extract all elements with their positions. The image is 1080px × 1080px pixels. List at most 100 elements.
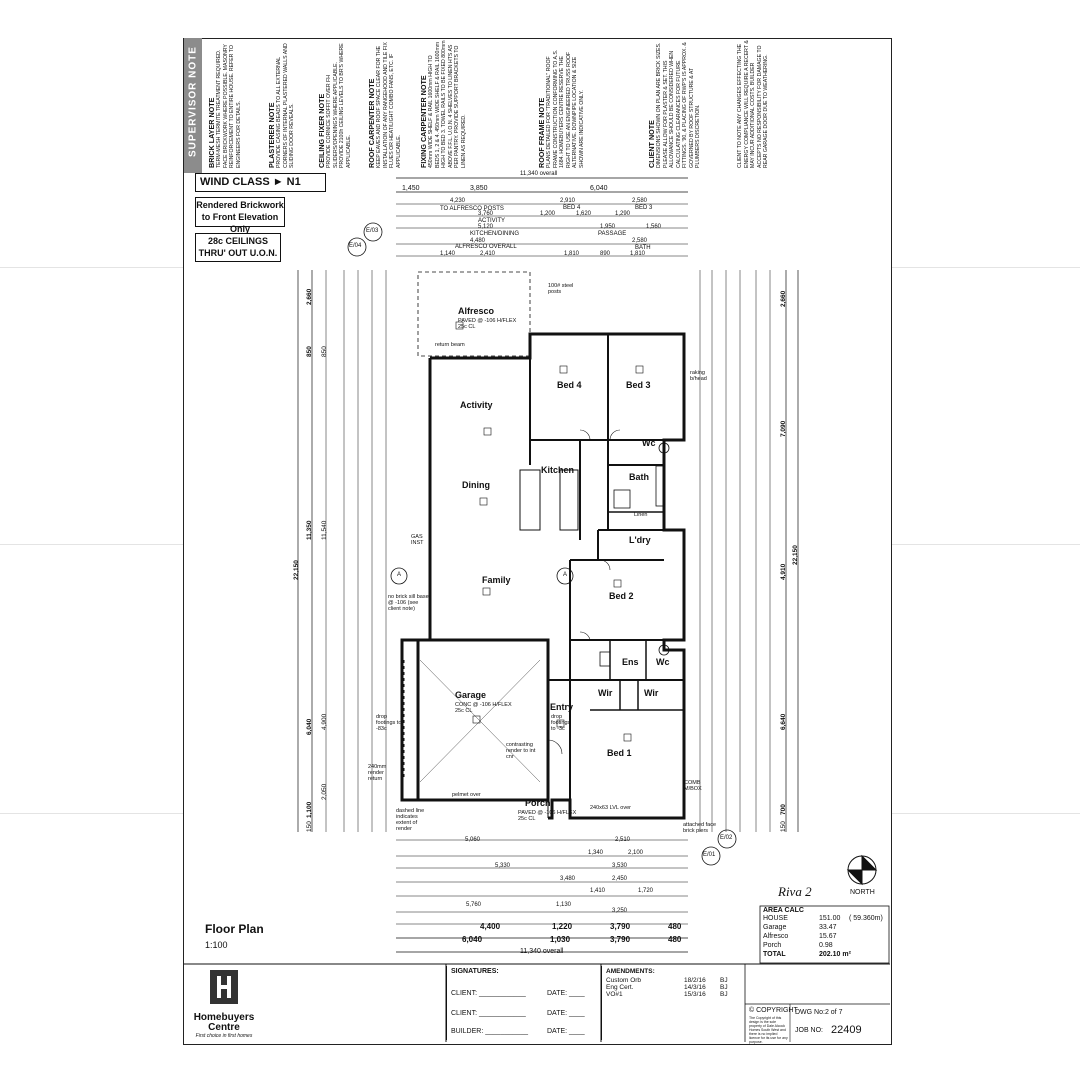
amendments-label: AMENDMENTS: <box>606 968 655 975</box>
drawing-title: Floor Plan <box>205 922 264 936</box>
dim-left-j: 1,100 <box>306 801 313 818</box>
client-date-1[interactable]: DATE: ____ <box>547 990 585 997</box>
drawing-sheet <box>183 38 892 1045</box>
north-label: NORTH <box>850 889 875 896</box>
dim-right-overall: 22,150 <box>792 545 799 565</box>
dim-bottom-overall: 11,340 overall <box>520 948 564 955</box>
dim-alfresco-overall: 4,480 <box>470 238 486 244</box>
drawing-scale: 1:100 <box>205 940 228 950</box>
room-bed1: Bed 1 <box>607 748 632 758</box>
homebuyers-logo: Homebuyers Centre First choice in first … <box>192 968 256 1040</box>
room-bed4: Bed 4 <box>557 380 582 390</box>
copyright-heading: © COPYRIGHT <box>749 1007 798 1014</box>
dim-wc: 1,560 <box>646 224 662 230</box>
note-contrasting-render: contrasting render to int cnr <box>506 742 536 760</box>
wind-class-box: WIND CLASS ► N1 <box>195 173 326 192</box>
dim-alfresco-overall-label: ALFRESCO OVERALL <box>455 244 517 250</box>
dim-garage-total: 4,400 <box>480 922 501 931</box>
room-family: Family <box>482 575 511 585</box>
room-bed3: Bed 3 <box>626 380 651 390</box>
builder-date[interactable]: DATE: ____ <box>547 1028 585 1035</box>
dim-bed4: 2,910 <box>560 198 576 204</box>
dim-entry-total: 1,220 <box>552 922 573 931</box>
client-signature-2[interactable]: CLIENT: ____________ <box>451 1010 526 1017</box>
dim-bed2: 3,530 <box>612 863 628 869</box>
client-date-2[interactable]: DATE: ____ <box>547 1010 585 1017</box>
note-comb-mbox: COMB M/BOX <box>684 780 702 792</box>
dim-end-total: 480 <box>668 922 682 931</box>
note-raking-bhead: raking b/head <box>690 370 707 382</box>
dim-top-b: 3,850 <box>470 185 488 192</box>
dim-left-h: 850 <box>306 346 313 357</box>
callout-e02: E/02 <box>720 835 733 841</box>
job-number-label: JOB NO: <box>795 1027 824 1034</box>
dim-left-overall: 22,150 <box>293 560 300 580</box>
dim-left-e: 4,900 <box>321 713 328 730</box>
dim-bed3: 2,580 <box>632 198 648 204</box>
dim-bottom-s: 480 <box>668 935 682 944</box>
dim-wir-2: 1,720 <box>638 888 654 894</box>
dim-left-f: 2,050 <box>321 783 328 800</box>
dim-right-d: 6,640 <box>780 713 787 730</box>
dim-right-b: 7,090 <box>780 420 787 437</box>
dim-activity-label: ACTIVITY <box>478 218 506 224</box>
note-pelmet: pelmet over <box>452 792 481 798</box>
house-logo-icon <box>210 970 238 1004</box>
dim-bottom-q: 1,030 <box>550 935 571 944</box>
dim-bath-label: BATH <box>635 245 651 251</box>
callout-e03: E/03 <box>366 228 379 234</box>
dim-bath: 2,580 <box>632 238 648 244</box>
dim-robe-2: 1,620 <box>576 211 592 217</box>
room-laundry: L'dry <box>629 535 651 545</box>
note-render-return: 240mm render return <box>368 764 387 782</box>
brand-name-2: Centre <box>208 1022 240 1033</box>
job-number: 22409 <box>831 1024 862 1036</box>
room-wc-main: Wc <box>642 438 656 448</box>
dim-robe: 1,200 <box>540 211 556 217</box>
dim-garage-internal: 5,760 <box>466 902 482 908</box>
dim-top-c: 6,040 <box>590 185 608 192</box>
client-signature-1[interactable]: CLIENT: ____________ <box>451 990 526 997</box>
room-wir-2: Wir <box>644 688 659 698</box>
builder-signature[interactable]: BUILDER: ___________ <box>451 1028 529 1035</box>
dim-row-4: 890 <box>600 251 611 257</box>
brand-tagline: First choice in first homes <box>195 1033 253 1039</box>
dim-right-c: 4,910 <box>780 563 787 580</box>
note-attached-piers: attached face brick piers <box>683 822 717 834</box>
garage-finish: CONC @ -106 H/FLEX 25c CL <box>455 702 512 714</box>
callout-e01: E/01 <box>703 852 716 858</box>
ceiling-height-note: 28c CEILINGS THRU' OUT U.O.N. <box>195 233 281 262</box>
note-dashed-line: dashed line indicates extent of render <box>396 808 425 832</box>
room-kitchen: Kitchen <box>541 465 575 475</box>
dim-kitchen-dining: 5,120 <box>478 224 494 230</box>
dim-right-f: 700 <box>780 804 787 815</box>
copyright-text: The Copyright of this design is the sole… <box>749 1016 788 1044</box>
room-entry: Entry <box>550 702 574 712</box>
project-name: Riva 2 <box>778 884 812 899</box>
callout-section-a-left: A <box>397 572 402 578</box>
room-linen: Linen <box>634 512 648 518</box>
dim-left-b: 11,350 <box>306 520 313 540</box>
room-wc-ensuite: Wc <box>656 657 670 667</box>
dim-alfresco-posts: 4,230 <box>450 198 466 204</box>
note-return-beam: return beam <box>435 342 465 348</box>
room-wir-1: Wir <box>598 688 613 698</box>
dim-ensuite: 2,450 <box>612 876 628 882</box>
dim-top-overall: 11,340 overall <box>520 171 558 177</box>
room-activity: Activity <box>460 400 493 410</box>
room-porch: Porch <box>525 798 551 808</box>
note-gas-inst: GAS INST <box>411 534 424 546</box>
north-arrow-icon <box>843 856 844 857</box>
room-garage: Garage <box>455 690 487 700</box>
dim-left-k: 150 <box>306 821 313 832</box>
dim-left-i: 850 <box>321 346 328 357</box>
dim-robe-3: 1,290 <box>615 211 631 217</box>
dim-porch: 1,130 <box>556 902 572 908</box>
